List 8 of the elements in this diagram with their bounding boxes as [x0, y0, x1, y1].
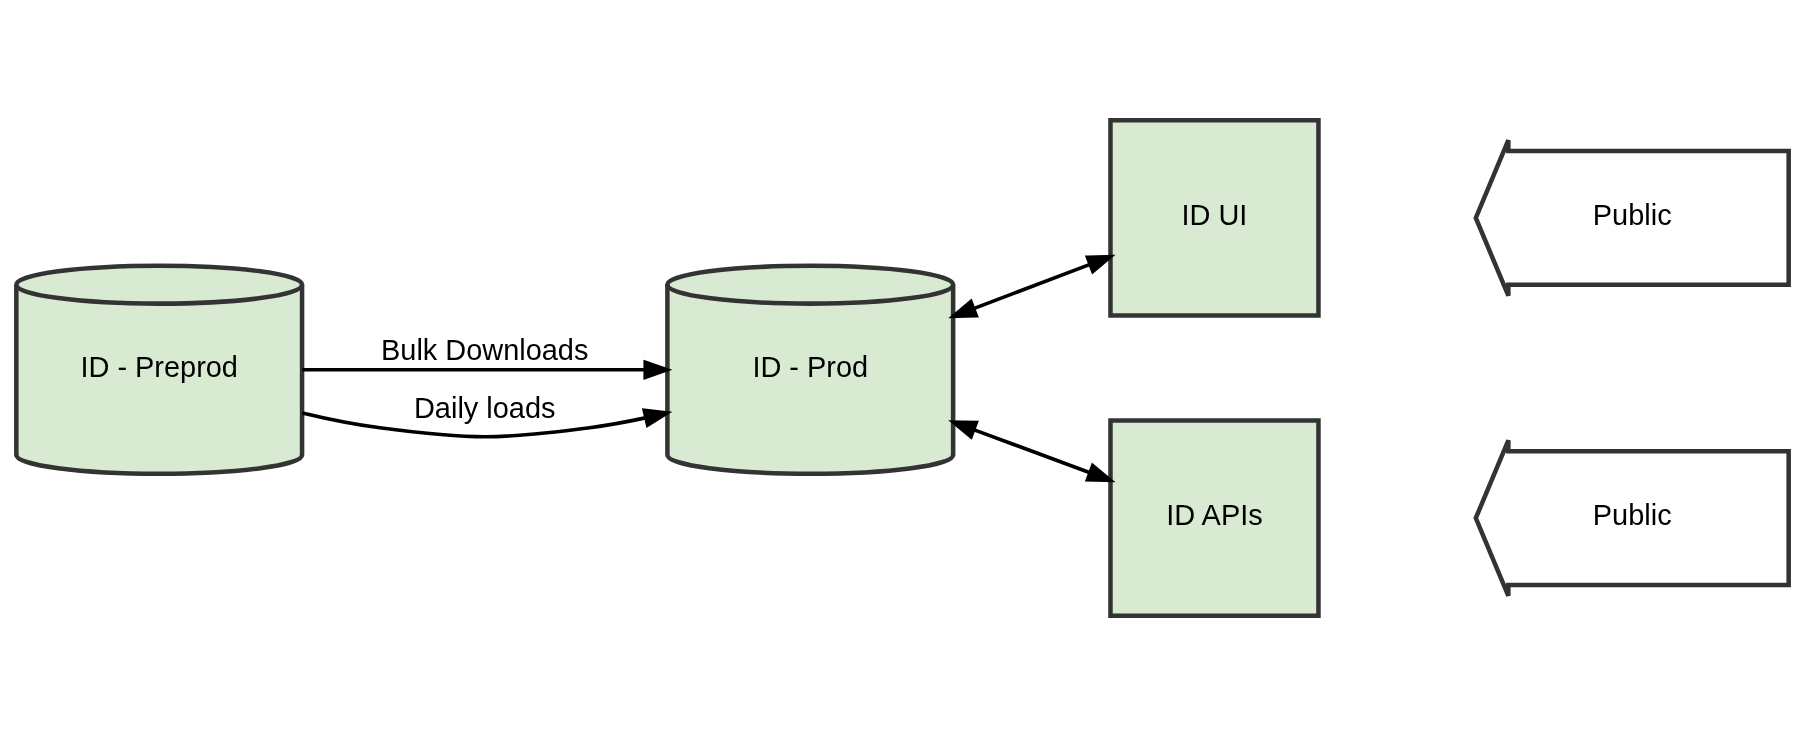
arrow — [301, 407, 673, 438]
edge-label: Daily loads — [414, 391, 556, 424]
edge-label: Bulk Downloads — [381, 333, 589, 366]
node-box: ID APIs — [1108, 417, 1321, 618]
arrow — [948, 254, 1116, 318]
arrow — [948, 419, 1116, 482]
arrow — [302, 359, 673, 380]
node-box: ID UI — [1108, 117, 1321, 318]
